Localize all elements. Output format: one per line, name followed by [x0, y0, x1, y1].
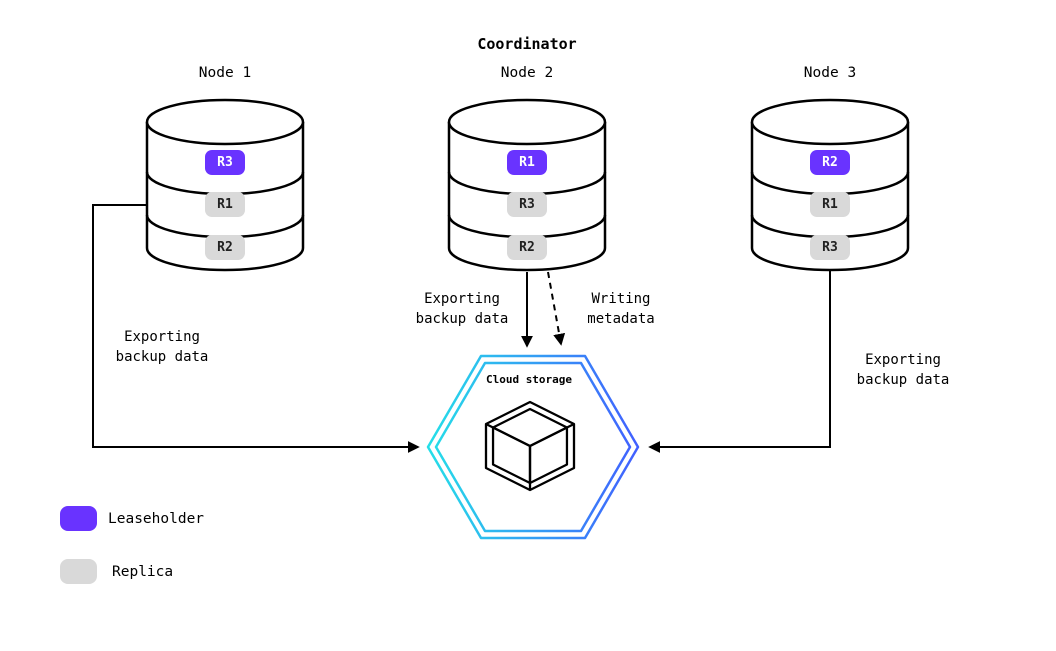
- export-arrow-node3: [648, 271, 831, 453]
- metadata-arrow-node2: [547, 271, 566, 346]
- node-1-label: Node 1: [198, 65, 252, 81]
- replica-badge: R3: [810, 235, 850, 260]
- replica-badge: R2: [507, 235, 547, 260]
- replica-legend-label: Replica: [112, 564, 174, 580]
- leaseholder-badge: R3: [205, 150, 245, 175]
- node-2-label: Node 2: [500, 65, 554, 81]
- node1-export-label: Exporting backup data: [115, 329, 209, 365]
- replica-badge: R1: [810, 192, 850, 217]
- node2-export-label: Exporting backup data: [415, 291, 509, 327]
- replica-legend-swatch: [60, 559, 97, 584]
- replica-badge: R3: [507, 192, 547, 217]
- replica-badge: R1: [205, 192, 245, 217]
- leaseholder-legend-label: Leaseholder: [108, 511, 205, 527]
- replica-badge: R2: [205, 235, 245, 260]
- leaseholder-badge: R2: [810, 150, 850, 175]
- cloud-storage-hexagon: [426, 354, 640, 540]
- node-3-label: Node 3: [803, 65, 857, 81]
- node3-export-label: Exporting backup data: [856, 352, 950, 388]
- leaseholder-badge: R1: [507, 150, 547, 175]
- coordinator-title: Coordinator: [477, 35, 577, 53]
- cube-icon: [484, 400, 576, 492]
- leaseholder-legend-swatch: [60, 506, 97, 531]
- node2-metadata-label: Writing metadata: [587, 291, 655, 327]
- export-arrow-node1: [92, 204, 420, 453]
- cloud-storage-label: Cloud storage: [485, 373, 573, 386]
